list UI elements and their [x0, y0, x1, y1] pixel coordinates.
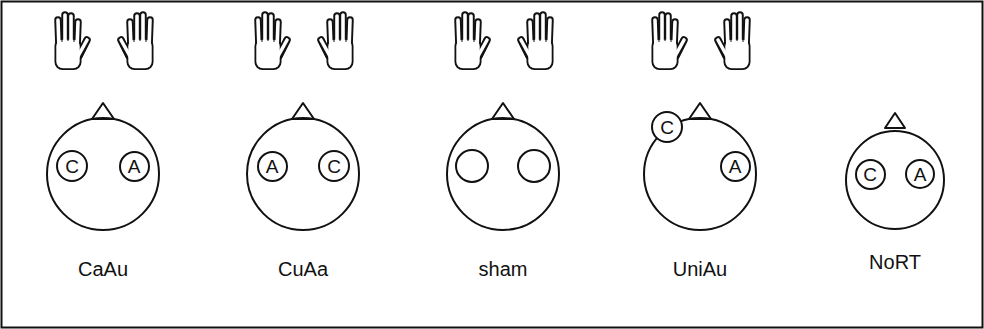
head-circle: CuAaAC	[246, 117, 360, 231]
electrode-circle: A	[720, 151, 751, 182]
electrode-letter: A	[257, 151, 288, 182]
circle-shape	[120, 152, 149, 181]
electrode-letter: A	[720, 151, 751, 182]
hand-icon	[455, 15, 488, 70]
nose	[885, 113, 905, 128]
electrode-circle: C	[318, 150, 350, 182]
hand-icon	[321, 15, 354, 70]
circle-shape	[846, 131, 944, 229]
condition-label: CaAu	[78, 257, 128, 281]
circle-shape	[721, 152, 750, 181]
circle-shape	[906, 160, 934, 188]
electrode-letter: C	[56, 150, 88, 182]
circle-shape	[57, 151, 87, 181]
electrode-letter: C	[318, 150, 350, 182]
nose	[292, 103, 314, 119]
head-circle: CaAuCA	[46, 117, 160, 231]
electrode-circle: A	[119, 151, 150, 182]
electrode-circle: C	[56, 150, 88, 182]
nose	[92, 103, 114, 119]
head-circle: sham	[446, 117, 560, 231]
head-circle: NoRTCA	[845, 130, 945, 230]
electrode-letter: A	[905, 159, 935, 189]
hand-icon	[521, 15, 554, 70]
electrode-letter: C	[651, 111, 683, 143]
circle-shape	[319, 151, 349, 181]
circle-outline	[446, 117, 560, 231]
head-circle: UniAuCA	[643, 117, 757, 231]
condition-label: CuAa	[278, 257, 328, 281]
condition-label: NoRT	[869, 250, 921, 274]
empty-electrode	[518, 150, 550, 182]
hand-icon	[121, 15, 154, 70]
circle-shape	[856, 160, 885, 189]
circle-shape	[447, 118, 559, 230]
hand-icon	[718, 15, 751, 70]
circle-shape	[258, 152, 287, 181]
circle-shape	[47, 118, 159, 230]
electrode-circle: A	[905, 159, 935, 189]
circle-shape	[652, 112, 682, 142]
electrode-circle: C	[855, 159, 886, 190]
condition-label: UniAu	[673, 257, 727, 281]
condition-label: sham	[479, 257, 528, 281]
nose	[492, 103, 514, 119]
empty-electrode	[456, 150, 488, 182]
electrode-circle: A	[257, 151, 288, 182]
circle-shape	[247, 118, 359, 230]
electrode-circle: C	[651, 111, 683, 143]
electrode-letter: C	[855, 159, 886, 190]
hand-icon	[255, 15, 288, 70]
hand-icon	[55, 15, 88, 70]
electrode-letter: A	[119, 151, 150, 182]
hand-icon	[652, 15, 685, 70]
nose	[689, 103, 711, 119]
